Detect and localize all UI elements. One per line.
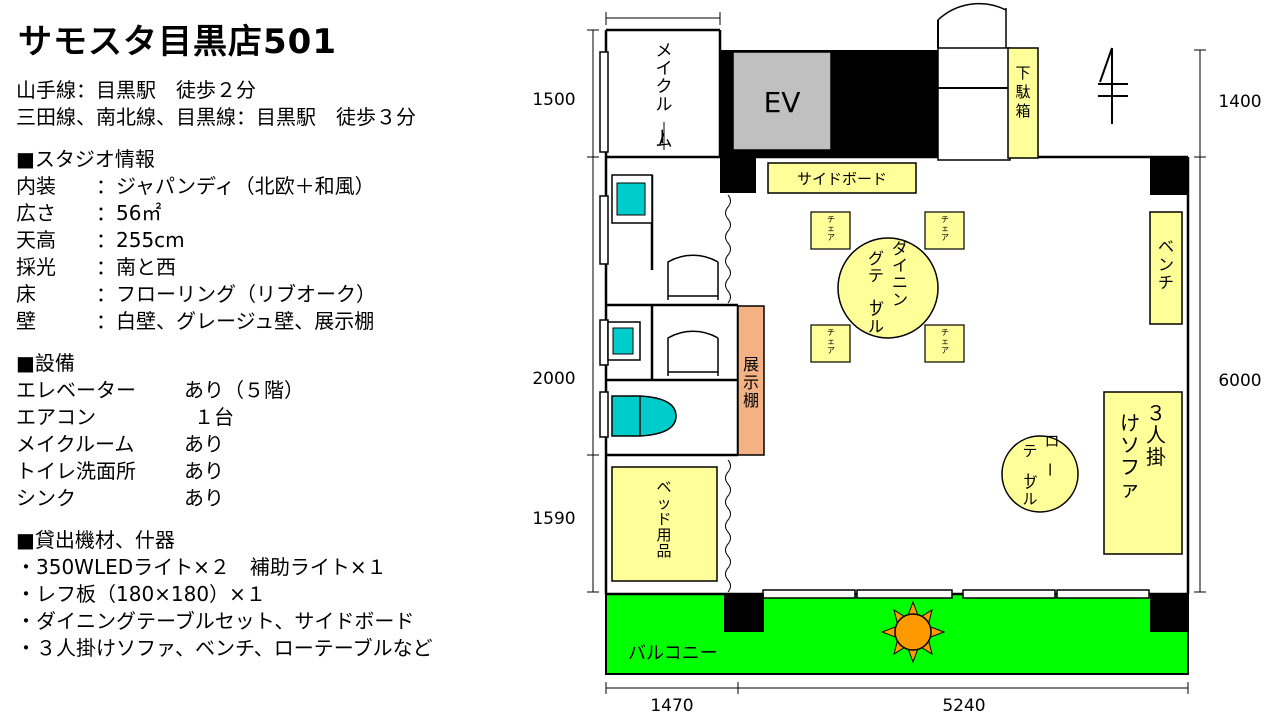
section-heading-equipment: ■設備	[16, 351, 75, 375]
dimension-label: 1500	[532, 90, 575, 110]
door-swing	[667, 330, 719, 376]
studio-row: 天高：255cm	[16, 228, 185, 252]
equipment-row: エアコン １台	[16, 404, 516, 431]
row-label: エアコン	[16, 405, 96, 429]
row-value: あり	[184, 432, 224, 456]
studio-row: 採光：南と西	[16, 255, 176, 279]
row-label: シンク	[16, 486, 76, 510]
row-value: 255cm	[116, 228, 185, 252]
row-label: エレベーター	[16, 378, 136, 402]
door-swing	[937, 2, 1007, 48]
chair	[924, 324, 965, 363]
studio-info-panel: サモスタ目黒店501 山手線：目黒駅 徒歩２分 三田線、南北線、目黒線：目黒駅 …	[16, 14, 516, 662]
chair	[924, 211, 965, 250]
row-value: １台	[194, 405, 234, 429]
sofa-label: ３人掛けソファ	[1120, 401, 1166, 501]
row-label: 内装	[16, 174, 56, 198]
bed-supplies	[611, 466, 718, 582]
chair-label: チェア	[941, 328, 949, 355]
entrance	[937, 47, 1011, 161]
studio-row: 床：フローリング（リブオーク）	[16, 282, 376, 306]
dimension-label: 2000	[532, 369, 575, 389]
row-value: 56㎡	[116, 201, 162, 225]
access-line: 山手線：目黒駅 徒歩２分	[16, 78, 256, 102]
three-seat-sofa	[1103, 391, 1183, 555]
chair-label: チェア	[827, 328, 835, 355]
row-label: 壁	[16, 309, 36, 333]
window	[962, 589, 1056, 599]
studio-row: 広さ：56㎡	[16, 201, 162, 225]
sideboard-label: サイドボード	[797, 170, 887, 188]
shoe-box	[1007, 47, 1039, 159]
equipment-row: トイレ洗面所 あり	[16, 458, 516, 485]
dining-table	[837, 237, 939, 339]
dimension-label: 1590	[532, 509, 575, 529]
equipment-row: エレベーター あり（５階）	[16, 377, 516, 404]
balcony-label: バルコニー	[628, 643, 718, 664]
row-value: ジャパンディ（北欧＋和風）	[116, 174, 375, 198]
row-label: メイクルーム	[16, 432, 135, 456]
row-label: 採光	[16, 255, 56, 279]
dimension-lines	[587, 12, 1206, 694]
section-heading-studio: ■スタジオ情報	[16, 147, 155, 171]
door-swing	[667, 254, 719, 300]
window	[599, 319, 609, 366]
window	[599, 195, 609, 265]
compass-icon	[1098, 47, 1128, 124]
chair-label: チェア	[941, 215, 949, 242]
row-label: 広さ	[16, 201, 56, 225]
display-shelf	[737, 305, 765, 456]
row-value: 南と西	[116, 255, 176, 279]
dimension-label: 6000	[1218, 371, 1261, 391]
bed-supplies-label: ベッド用品	[656, 478, 671, 560]
elevator	[732, 51, 832, 151]
dimension-label: 1470	[650, 696, 693, 716]
dimension-label: 5240	[942, 696, 985, 716]
studio-row: 壁：白壁、グレージュ壁、展示棚	[16, 309, 375, 333]
bench-label: ベンチ	[1158, 237, 1174, 292]
row-label: 天高	[16, 228, 56, 252]
rental-item: ・レフ板（180×180）×１	[16, 582, 266, 606]
page-title: サモスタ目黒店501	[18, 22, 337, 62]
sideboard	[767, 162, 917, 194]
row-value: 白壁、グレージュ壁、展示棚	[116, 309, 375, 333]
row-value: フローリング（リブオーク）	[116, 282, 376, 306]
rental-item: ・350WLEDライト×２ 補助ライト×１	[16, 555, 387, 579]
low-table	[1001, 435, 1079, 513]
window	[599, 51, 609, 153]
row-label: トイレ洗面所	[16, 459, 136, 483]
window	[856, 589, 953, 599]
access-line: 三田線、南北線、目黒線：目黒駅 徒歩３分	[16, 105, 416, 129]
low-table-label: ローテーブル	[1018, 432, 1059, 508]
row-label: 床	[16, 282, 36, 306]
chair-label: チェア	[827, 215, 835, 242]
chair	[810, 211, 851, 250]
shoe-box-label: 下駄箱	[1015, 64, 1030, 120]
equipment-row: メイクルーム あり	[16, 431, 516, 458]
elevator-label: EV	[764, 86, 801, 119]
makeup-room-label: メイクルーム	[651, 41, 673, 151]
equipment-row: シンク あり	[16, 485, 516, 512]
rental-item: ・３人掛けソファ、ベンチ、ローテーブルなど	[16, 636, 433, 660]
bench	[1149, 211, 1183, 325]
row-value: あり	[184, 486, 224, 510]
toilet	[611, 395, 677, 437]
curtain	[725, 194, 731, 593]
window	[762, 589, 856, 599]
row-value: あり	[184, 459, 224, 483]
dimension-label: 1400	[1218, 92, 1261, 112]
studio-row: 内装：ジャパンディ（北欧＋和風）	[16, 174, 375, 198]
section-heading-rental: ■貸出機材、什器	[16, 528, 175, 552]
row-value: あり（５階）	[184, 378, 304, 402]
window	[1056, 589, 1150, 599]
chair	[810, 324, 851, 363]
dining-table-label: ダイニングテーブル	[864, 239, 908, 336]
window	[599, 391, 609, 438]
rental-item: ・ダイニングテーブルセット、サイドボード	[16, 609, 415, 633]
sun-icon	[880, 600, 946, 664]
display-shelf-label: 展示棚	[743, 355, 759, 410]
